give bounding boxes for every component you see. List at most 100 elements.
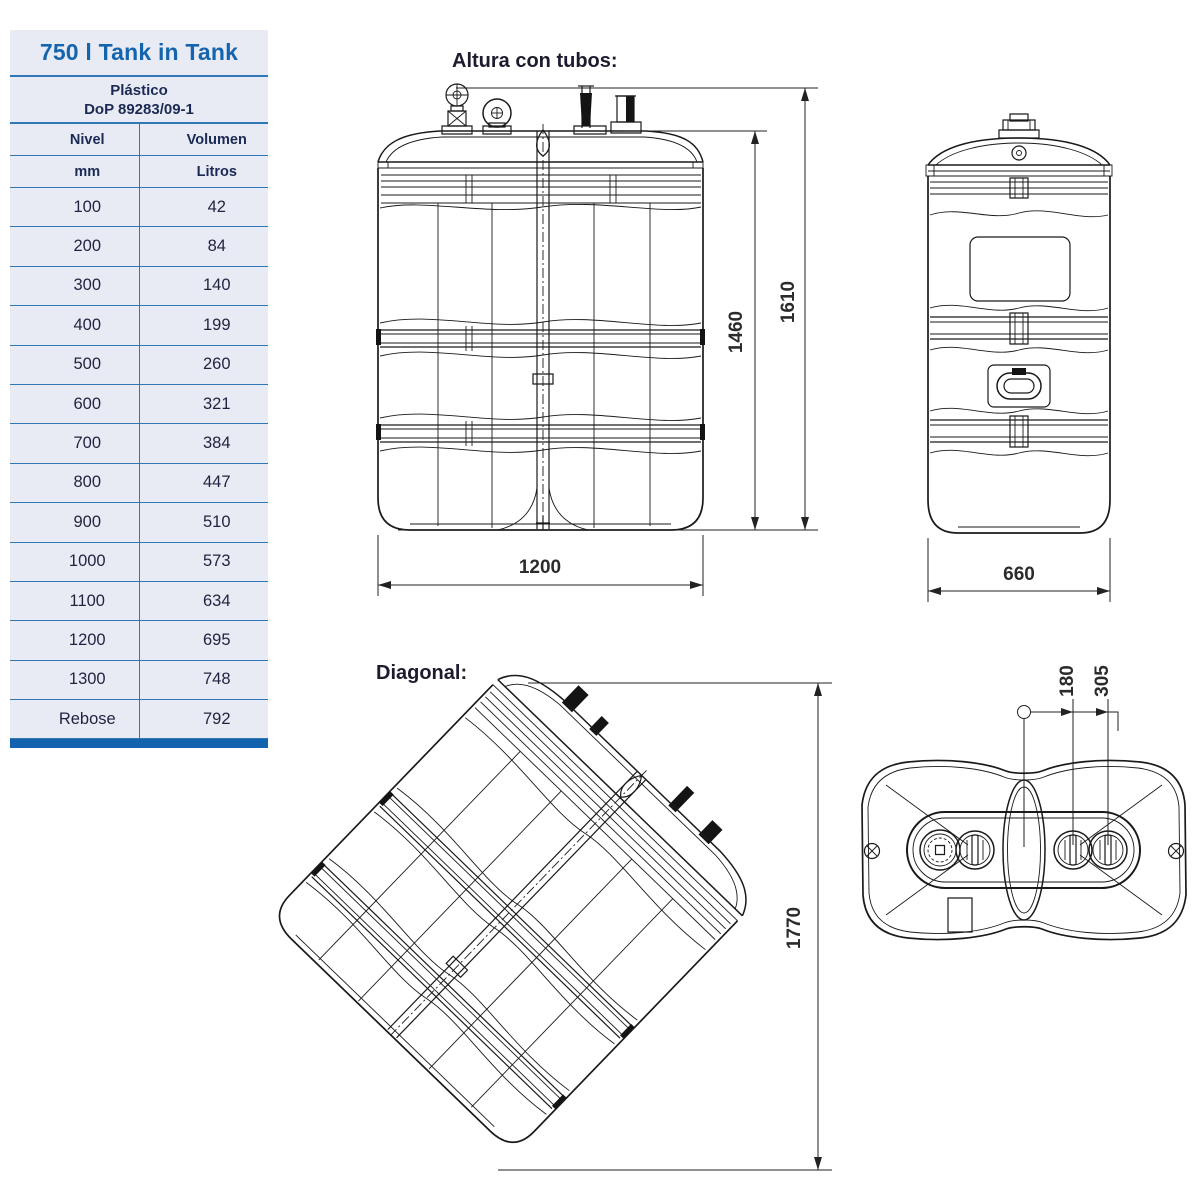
level-cell: Rebose bbox=[10, 700, 140, 739]
dim-660: 660 bbox=[928, 538, 1110, 602]
volume-cell: 695 bbox=[202, 630, 231, 649]
level-volume-table: 750 l Tank in Tank Plástico DoP 89283/09… bbox=[10, 30, 268, 749]
fitting-recess bbox=[907, 812, 1140, 888]
dim-1770-label: 1770 bbox=[784, 907, 805, 949]
volume-cell: 384 bbox=[202, 434, 231, 453]
top-view-drawing: 180 305 bbox=[850, 665, 1200, 960]
return-fitting-icon bbox=[611, 96, 641, 133]
side-tank-outline bbox=[928, 176, 1110, 533]
material-name: Plástico bbox=[110, 81, 168, 99]
center-pipe bbox=[498, 124, 588, 532]
front-tank-collar-ribs bbox=[381, 175, 701, 203]
dim-1460-label: 1460 bbox=[726, 311, 747, 353]
dop-number: DoP 89283/09-1 bbox=[84, 100, 194, 118]
dim-1200: 1200 bbox=[378, 535, 703, 596]
level-cell: 700 bbox=[10, 424, 140, 463]
label-window bbox=[970, 237, 1070, 301]
dim-1200-label: 1200 bbox=[519, 557, 561, 578]
level-cell: 1000 bbox=[10, 542, 140, 581]
dim-660-label: 660 bbox=[1003, 564, 1035, 585]
level-cell: 900 bbox=[10, 503, 140, 542]
table-bottom-bar bbox=[10, 739, 268, 749]
table-row: Rebose 792 bbox=[10, 700, 268, 740]
side-screw-icon bbox=[1169, 844, 1184, 859]
side-tank-ribs bbox=[930, 211, 1108, 456]
front-tank-seams bbox=[438, 203, 650, 528]
level-cell: 500 bbox=[10, 345, 140, 384]
volume-cell: 260 bbox=[202, 355, 231, 374]
unit-header-row: mm Litros bbox=[10, 156, 268, 188]
table-row: 1200 695 bbox=[10, 621, 268, 661]
cap-fitting-icon bbox=[483, 99, 511, 134]
table-title: 750 l Tank in Tank bbox=[10, 30, 268, 77]
level-unit-header: mm bbox=[10, 156, 140, 187]
level-cell: 200 bbox=[10, 227, 140, 266]
table-row: 1300 748 bbox=[10, 660, 268, 701]
table-row: 600 321 bbox=[10, 384, 268, 425]
dim-1460: 1460 bbox=[623, 131, 767, 530]
table-row: 1100 634 bbox=[10, 581, 268, 622]
table-row: 300 140 bbox=[10, 266, 268, 307]
volume-cell: 447 bbox=[202, 473, 231, 492]
table-row: 400 199 bbox=[10, 306, 268, 346]
side-tank-lid bbox=[926, 138, 1112, 176]
dim-1610-label: 1610 bbox=[778, 281, 799, 323]
dim-305-label: 305 bbox=[1092, 665, 1113, 697]
label-plate bbox=[948, 898, 972, 932]
diagonal-tank bbox=[269, 640, 781, 1153]
side-view-drawing: 660 bbox=[900, 110, 1140, 610]
front-view-drawing: 1460 1610 1200 bbox=[376, 80, 830, 605]
volume-cell: 573 bbox=[202, 552, 231, 571]
level-cell: 300 bbox=[10, 266, 140, 306]
column-header-row: Nivel Volumen bbox=[10, 124, 268, 156]
volume-cell: 199 bbox=[202, 315, 231, 334]
volume-cell: 321 bbox=[202, 394, 231, 413]
screw-cap-icon bbox=[920, 830, 960, 870]
level-cell: 800 bbox=[10, 463, 140, 503]
volume-cell: 510 bbox=[202, 512, 231, 531]
level-cell: 600 bbox=[10, 384, 140, 424]
side-screw-icon bbox=[865, 844, 880, 859]
dim-180-label: 180 bbox=[1057, 665, 1078, 697]
volume-unit-header: Litros bbox=[196, 163, 237, 180]
dim-180-305: 180 305 bbox=[1018, 665, 1119, 847]
center-seam-oval bbox=[1003, 780, 1045, 920]
front-tank-lid bbox=[378, 131, 703, 168]
level-column-header: Nivel bbox=[10, 124, 140, 155]
table-row: 800 447 bbox=[10, 463, 268, 504]
volume-cell: 792 bbox=[202, 709, 231, 728]
volume-cell: 42 bbox=[207, 197, 226, 216]
table-row: 900 510 bbox=[10, 503, 268, 543]
level-cell: 1100 bbox=[10, 581, 140, 621]
flip-cap-icon bbox=[1089, 831, 1127, 869]
vent-fitting-icon bbox=[442, 84, 472, 134]
top-view-outline bbox=[862, 760, 1186, 939]
flip-cap-icon bbox=[1054, 831, 1092, 869]
diagonal-view-label: Diagonal: bbox=[376, 662, 468, 684]
volume-cell: 748 bbox=[202, 670, 231, 689]
fitting-recess-inner bbox=[913, 818, 1134, 882]
level-cell: 1200 bbox=[10, 621, 140, 660]
datum-circle bbox=[1018, 706, 1031, 719]
volume-column-header: Volumen bbox=[186, 131, 247, 148]
table-row: 200 84 bbox=[10, 227, 268, 267]
table-row: 500 260 bbox=[10, 345, 268, 385]
level-cell: 100 bbox=[10, 188, 140, 227]
volume-cell: 84 bbox=[207, 237, 226, 256]
level-cell: 1300 bbox=[10, 660, 140, 700]
dim-1610: 1610 bbox=[778, 88, 809, 530]
diagonal-view-drawing: 1770 bbox=[270, 650, 845, 1200]
volume-cell: 634 bbox=[202, 591, 231, 610]
table-row: 1000 573 bbox=[10, 542, 268, 582]
center-seam-oval-inner bbox=[1008, 787, 1041, 913]
handle-icon bbox=[988, 365, 1050, 407]
level-cell: 400 bbox=[10, 306, 140, 345]
flip-cap-icon bbox=[956, 831, 994, 869]
front-tank-ribs bbox=[376, 204, 705, 453]
front-tank-outline bbox=[378, 168, 703, 530]
table-row: 100 42 bbox=[10, 188, 268, 228]
volume-cell: 140 bbox=[202, 276, 231, 295]
material-block: Plástico DoP 89283/09-1 bbox=[10, 77, 268, 124]
top-view-inner-outline bbox=[868, 766, 1180, 933]
side-collar-ribs bbox=[930, 178, 1108, 198]
